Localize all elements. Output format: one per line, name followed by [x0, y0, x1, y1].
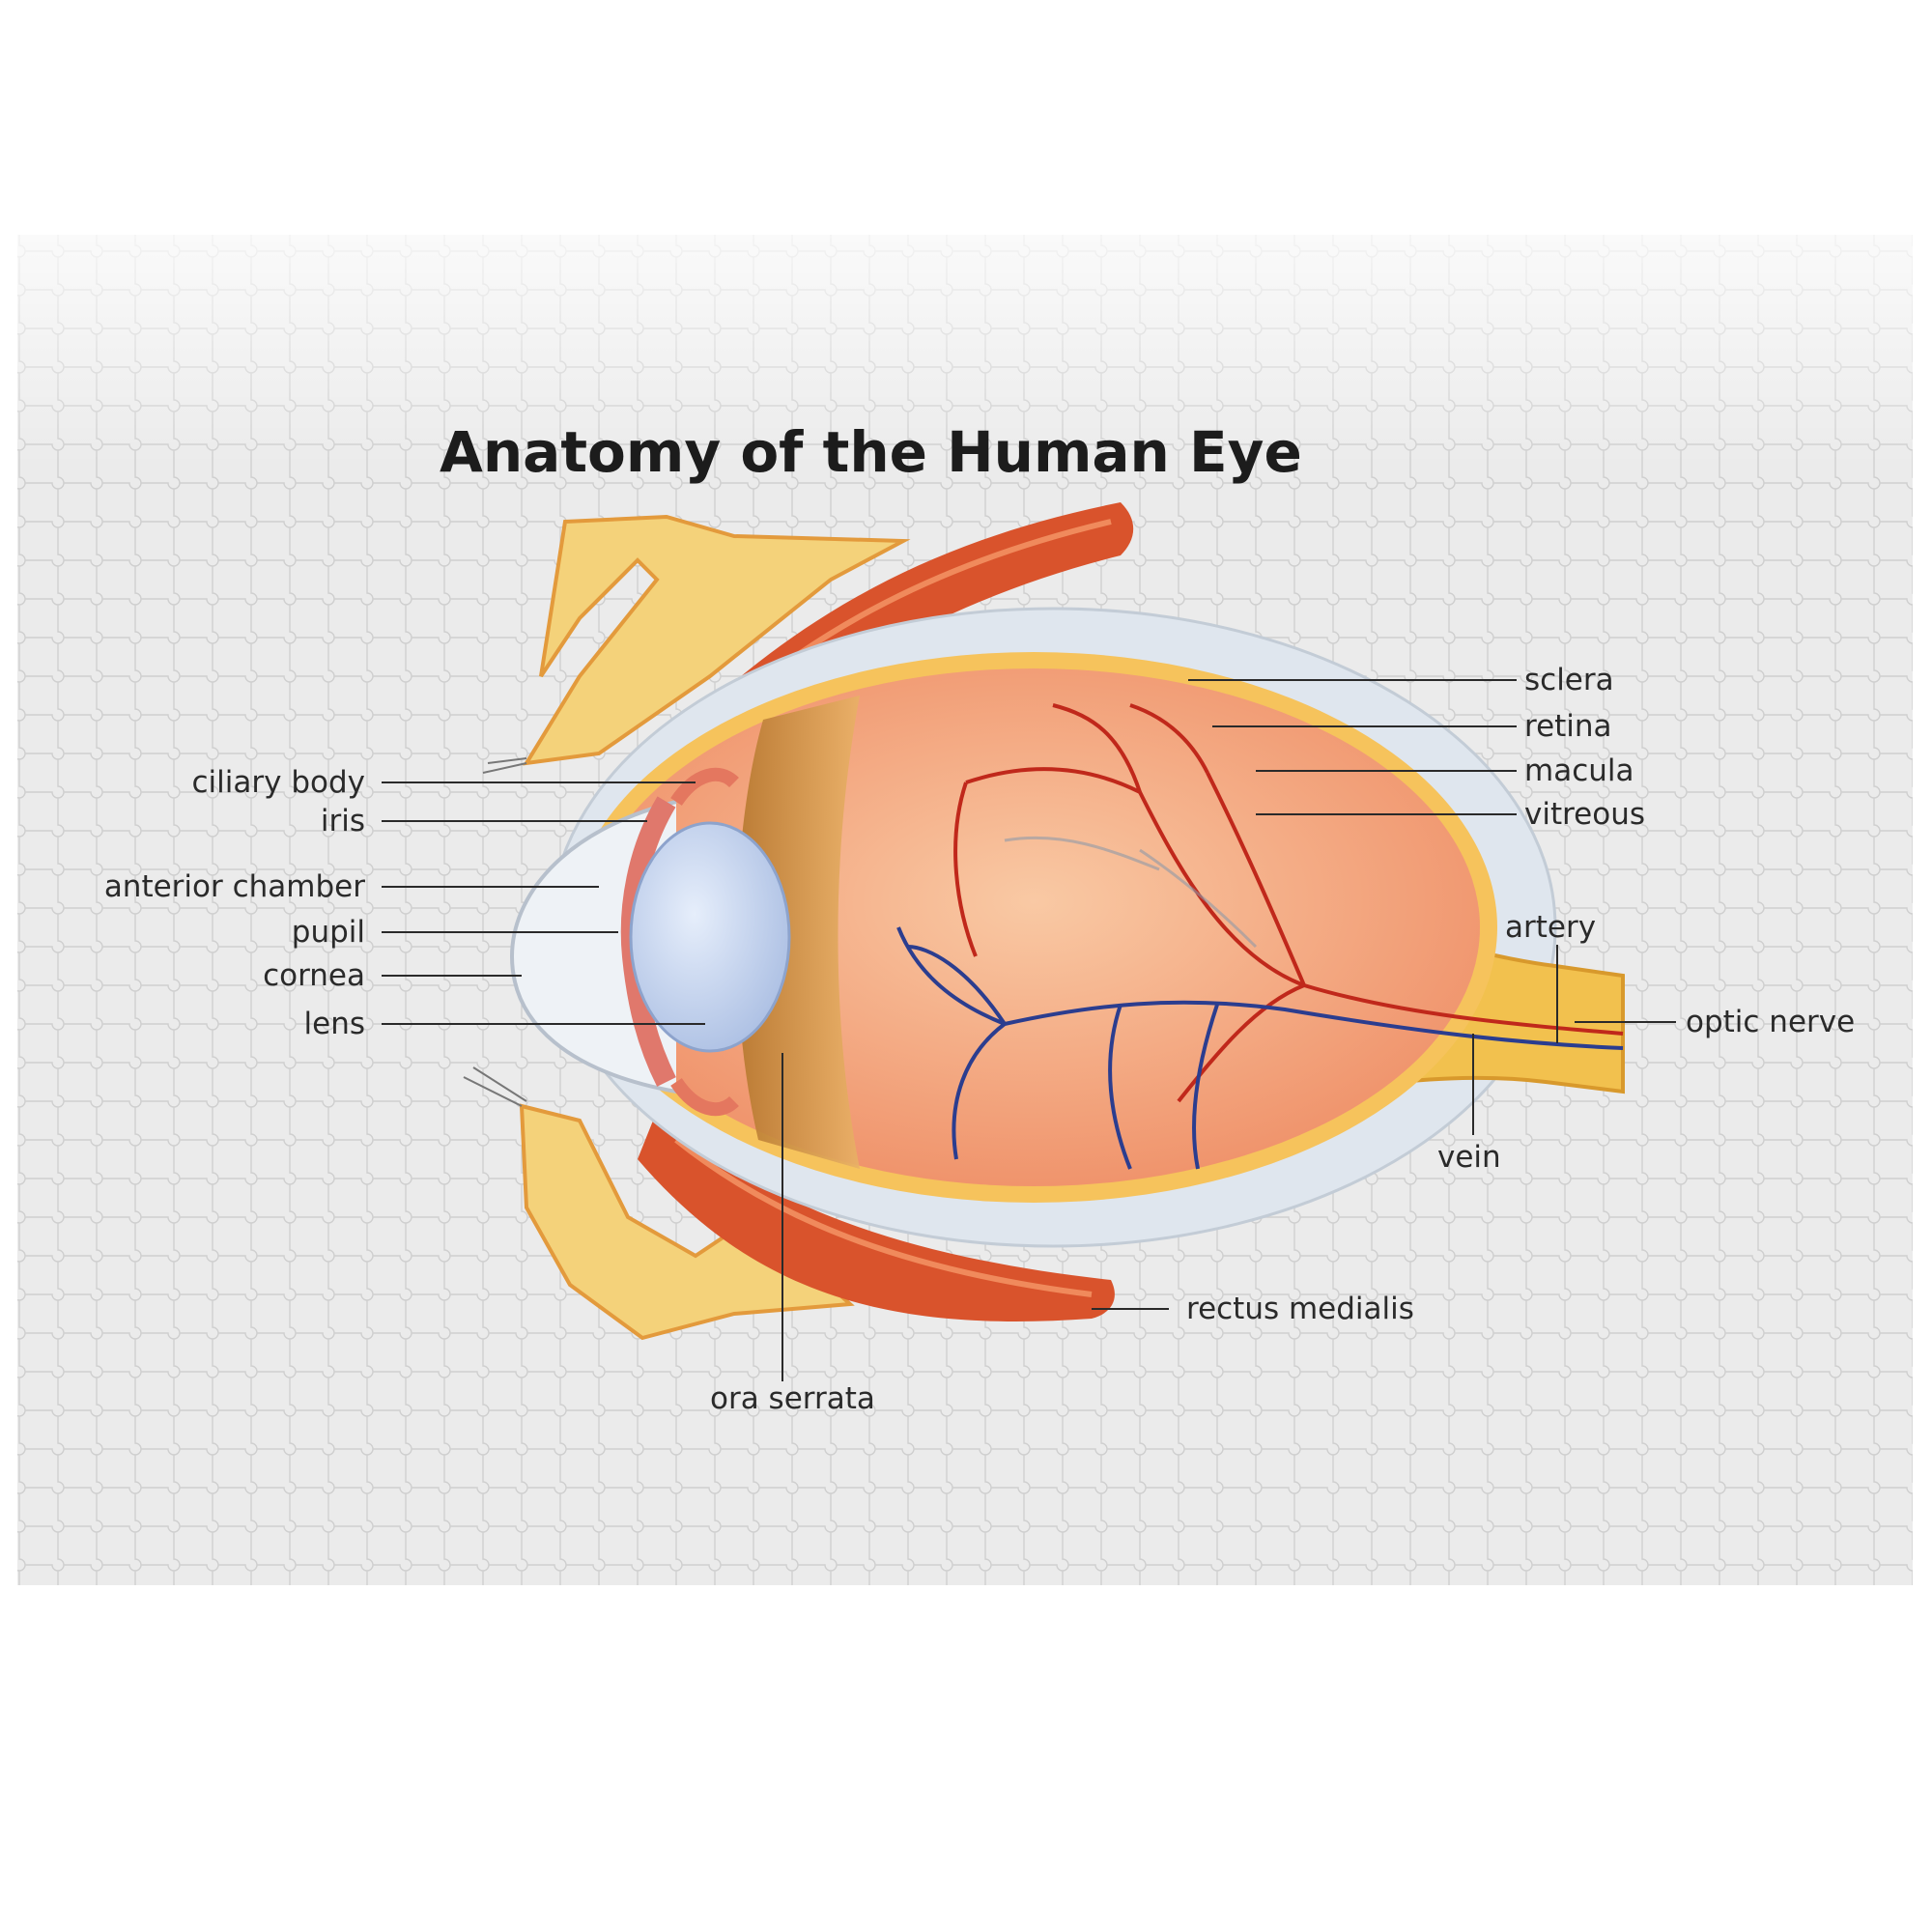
lens	[629, 821, 791, 1053]
label-artery: artery	[1505, 910, 1596, 945]
label-iris: iris	[321, 804, 365, 838]
lower-muscle-highlight	[674, 1137, 1093, 1297]
label-optic-nerve: optic nerve	[1686, 1005, 1855, 1039]
leader-lines	[382, 679, 1676, 1381]
label-ora-serrata: ora serrata	[710, 1381, 875, 1416]
upper-nerve-strands	[482, 757, 527, 774]
label-anterior-chamber: anterior chamber	[104, 869, 365, 904]
label-rectus-medialis: rectus medialis	[1186, 1292, 1414, 1326]
label-macula: macula	[1524, 753, 1634, 788]
page-title: Anatomy of the Human Eye	[440, 419, 1302, 485]
label-cornea: cornea	[263, 958, 365, 993]
label-lens: lens	[304, 1007, 365, 1041]
label-sclera: sclera	[1524, 663, 1614, 697]
artery-vessels	[953, 703, 1624, 1103]
upper-fat-tissue	[523, 514, 911, 766]
ciliary-body	[670, 767, 739, 1117]
lower-nerve-strands	[463, 1066, 527, 1107]
lower-fat-tissue	[519, 1103, 855, 1341]
vein-vessels	[896, 926, 1624, 1170]
ora-serrata-band	[736, 696, 860, 1169]
label-retina: retina	[1524, 709, 1612, 744]
gloss-highlight	[17, 235, 1913, 467]
lower-rectus-muscle	[638, 1111, 1115, 1321]
label-ciliary-body: ciliary body	[192, 765, 366, 800]
label-vein: vein	[1437, 1140, 1501, 1175]
label-vitreous: vitreous	[1524, 797, 1645, 832]
label-pupil: pupil	[292, 915, 365, 950]
vessel-shadows	[1004, 836, 1258, 949]
